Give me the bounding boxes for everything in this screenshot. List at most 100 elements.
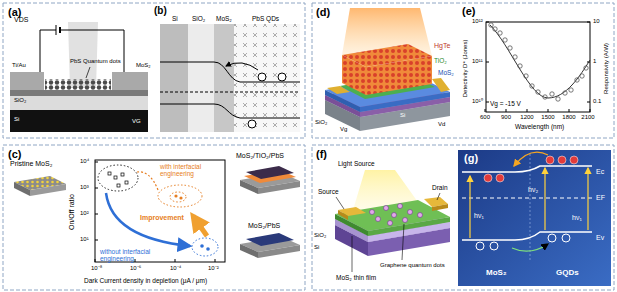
- scatter-chart: [192, 238, 218, 256]
- panel-label: (g): [464, 152, 478, 165]
- spectrum-chart: [485, 22, 590, 112]
- band-diagram: [226, 63, 258, 70]
- band-alignment: [484, 174, 492, 182]
- pristine-device: [14, 176, 66, 196]
- gqd-device: [335, 214, 368, 236]
- band-diagram: [160, 104, 300, 118]
- material-label: GQDs: [556, 268, 579, 277]
- gqd-device: [418, 213, 423, 218]
- scatter-chart: [179, 196, 182, 199]
- panel-frames: [3, 3, 614, 290]
- layer-label: Si: [14, 116, 19, 123]
- band-diagram: [258, 73, 266, 81]
- tick-label: 1500: [541, 114, 554, 121]
- tick-label: 10⁴: [80, 158, 89, 165]
- layer-label: MoS₂: [438, 69, 454, 76]
- hgte-device: [432, 78, 450, 92]
- spectrum-chart: [556, 97, 560, 101]
- band-alignment: [546, 156, 554, 164]
- band-alignment: [476, 242, 484, 250]
- band-diagram: [160, 24, 188, 132]
- scatter-chart: [158, 185, 202, 207]
- spectrum-chart: [498, 31, 502, 35]
- panel-frames: [312, 145, 614, 290]
- tick-label: 10: [593, 18, 600, 25]
- band-alignment: [558, 156, 566, 164]
- gqd-device: [336, 197, 344, 209]
- pbs-device: [240, 233, 300, 258]
- gqd-device: [432, 204, 448, 211]
- layer-label: MoS₂: [216, 15, 232, 22]
- photon-label: hν₂: [528, 186, 538, 194]
- scatter-chart: [114, 176, 117, 179]
- scatter-chart: [95, 160, 225, 262]
- scatter-chart: [193, 216, 207, 236]
- band-alignment: [587, 168, 588, 230]
- band-alignment: [490, 242, 498, 250]
- spectrum-chart: [503, 38, 507, 42]
- tick-label: 10⁻⁶: [130, 265, 141, 272]
- tio2-pbs-device: [240, 166, 300, 194]
- part-label: Graphene quantum dots: [380, 262, 445, 269]
- panel-label: (d): [316, 6, 330, 19]
- spectrum-chart: [575, 78, 579, 82]
- band-alignment: [476, 234, 570, 250]
- annotation: without interfacial engineering: [100, 248, 166, 263]
- panel-frames: [312, 3, 614, 138]
- spectrum-chart: [508, 46, 512, 50]
- device-cross-section: [59, 27, 61, 33]
- scatter-chart: [98, 165, 138, 191]
- layer-label: HgTe: [434, 42, 450, 50]
- scatter-chart: [106, 193, 190, 246]
- band-alignment: [512, 244, 548, 251]
- gqd-device: [335, 170, 450, 272]
- device-cross-section: [56, 25, 57, 35]
- tio2-pbs-device: [246, 166, 294, 179]
- panel-frames: [3, 3, 305, 138]
- photon-label: hν₁: [572, 214, 582, 222]
- tick-label: 10⁻²: [208, 265, 219, 272]
- spectrum-chart: [489, 23, 493, 27]
- spectrum-chart: [513, 55, 517, 59]
- band-diagram: [214, 24, 234, 132]
- device-cross-section: [10, 72, 44, 90]
- scatter-chart: [170, 192, 186, 202]
- device-label: MoS₂/TiO₂/PbS: [236, 152, 284, 160]
- tick-label: 10²: [80, 210, 89, 217]
- pristine-device: [14, 182, 30, 196]
- voltage-label: VDS: [14, 16, 28, 24]
- tick-label: 900: [501, 114, 511, 121]
- band-diagram: [234, 24, 300, 132]
- band-diagram: [160, 24, 300, 132]
- band-label: Ev: [596, 234, 604, 242]
- layer-label: TiO₂: [434, 57, 447, 64]
- condition-label: Vg = -15 V: [490, 100, 521, 107]
- annotation: Improvement: [140, 214, 184, 222]
- spectrum-chart: [569, 88, 573, 92]
- tick-label: 10⁻⁴: [170, 265, 181, 272]
- tick-label: 10¹²: [472, 18, 483, 25]
- band-alignment: [462, 166, 592, 172]
- voltage-label: Vd: [438, 121, 445, 128]
- tick-label: 10⁻⁸: [91, 265, 102, 272]
- spectrum-chart: [543, 95, 547, 99]
- gqd-device: [384, 206, 389, 211]
- pbs-device: [258, 245, 300, 258]
- tick-label: 1200: [520, 114, 533, 121]
- tio2-pbs-device: [240, 180, 258, 194]
- tick-label: 600: [480, 114, 490, 121]
- tio2-pbs-device: [258, 181, 300, 194]
- spectrum-chart: [485, 22, 590, 112]
- tick-label: 2100: [581, 114, 594, 121]
- layer-label: SiO₂: [14, 97, 26, 104]
- panel-label: (f): [316, 148, 327, 161]
- gqd-device: [388, 221, 393, 226]
- device-label: MoS₂/PbS: [248, 222, 280, 230]
- gqd-device: [370, 204, 423, 226]
- spectrum-chart: [486, 22, 590, 112]
- device-cross-section: [10, 96, 148, 110]
- photon-label: hν₁: [474, 212, 484, 220]
- band-alignment: [458, 150, 611, 286]
- tick-label: 10¹⁰: [472, 98, 483, 105]
- band-diagram: [160, 92, 300, 93]
